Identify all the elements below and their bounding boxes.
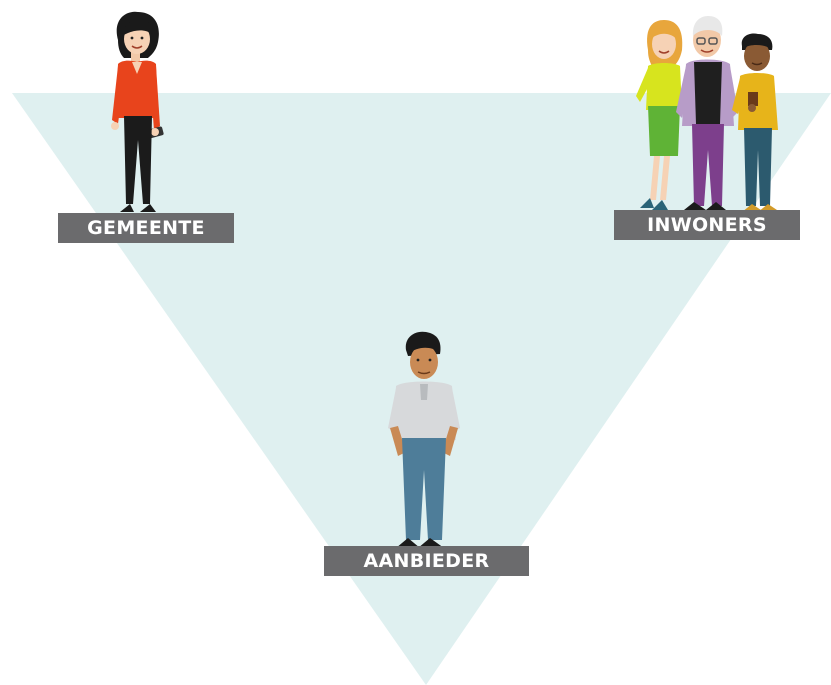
label-aanbieder: AANBIEDER (324, 546, 529, 576)
label-gemeente: GEMEENTE (58, 213, 234, 243)
resident-woman (636, 20, 683, 210)
resident-elderly-man (676, 16, 738, 210)
label-inwoners: INWONERS (614, 210, 800, 240)
man-figure-aanbieder (388, 331, 460, 548)
residents-group-figure (636, 16, 780, 212)
resident-young-man (732, 33, 780, 212)
woman-figure-gemeente (111, 11, 164, 212)
